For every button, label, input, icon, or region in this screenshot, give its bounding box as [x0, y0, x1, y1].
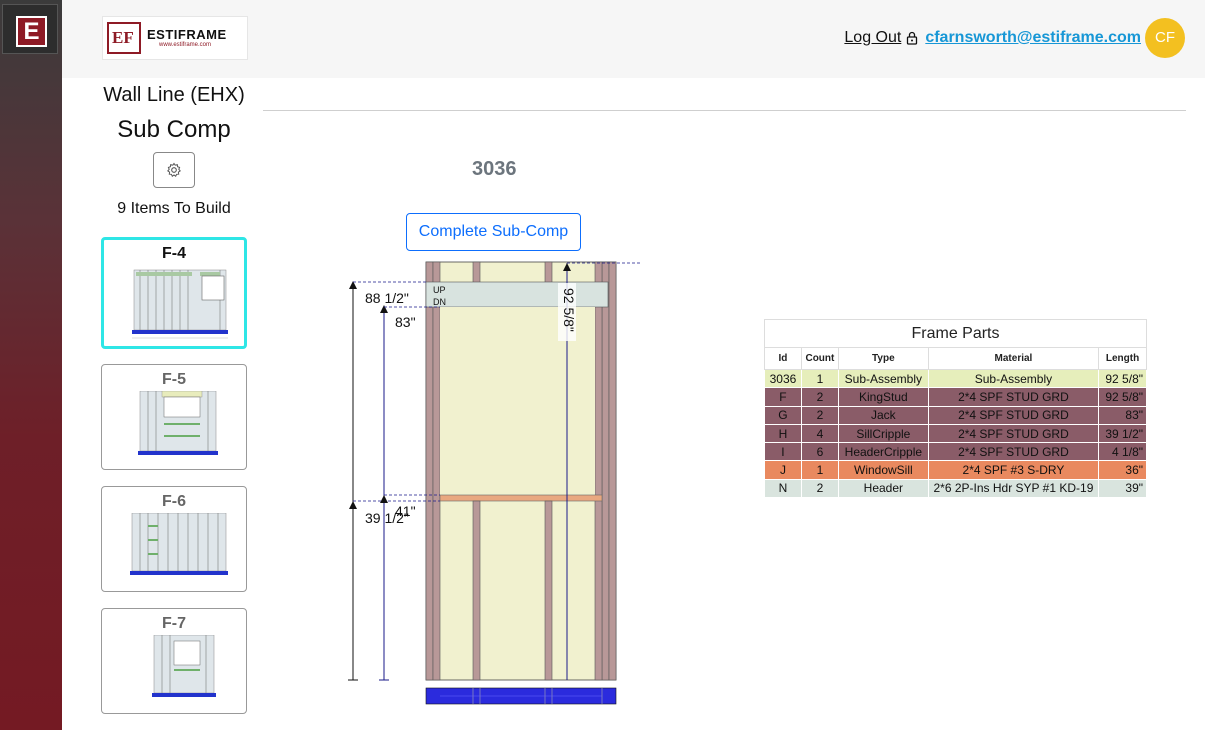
frame-parts-material: Sub-Assembly [927, 368, 1100, 389]
card-thumbnail [132, 269, 228, 339]
lock-icon [907, 31, 918, 45]
frame-parts-table: Frame Parts Id Count Type Material Lengt… [764, 319, 1147, 499]
frame-parts-id: I [764, 442, 802, 462]
dim-top-outer: 88 1/2" [365, 290, 409, 306]
frame-parts-type: Jack [837, 405, 929, 425]
frame-parts-length: 39" [1098, 478, 1147, 499]
frame-parts-length: 39 1/2" [1098, 423, 1147, 444]
app-logo[interactable]: E [2, 4, 58, 54]
col-header-length: Length [1098, 347, 1147, 370]
framing-drawing: 88 1/2" 83" 39 1/2" 41" 92 5/8" UP DN [340, 255, 650, 715]
frame-parts-length: 83" [1098, 405, 1147, 425]
frame-parts-id: J [764, 460, 802, 480]
dim-bottom-outer: 39 1/2" [365, 510, 409, 526]
frame-parts-id: F [764, 387, 802, 407]
frame-parts-id: N [764, 478, 802, 499]
frame-parts-material: 2*4 SPF STUD GRD [927, 387, 1100, 407]
frame-parts-material: 2*4 SPF STUD GRD [927, 442, 1100, 462]
header-divider [263, 110, 1186, 111]
frame-elevation [348, 261, 640, 705]
sidebar-logo-letter: E [16, 16, 47, 47]
brand-logo[interactable]: EF ESTIFRAME www.estiframe.com [102, 16, 248, 60]
card-label: F-7 [162, 615, 186, 632]
user-email-link[interactable]: cfarnsworth@estiframe.com [925, 29, 1141, 46]
brand-url: www.estiframe.com [159, 42, 212, 48]
frame-parts-id: H [764, 423, 802, 444]
frame-parts-material: 2*4 SPF #3 S-DRY [927, 460, 1100, 480]
col-header-material: Material [927, 347, 1100, 370]
frame-parts-material: 2*6 2P-Ins Hdr SYP #1 KD-19 [927, 478, 1100, 499]
frame-parts-material: 2*4 SPF STUD GRD [927, 423, 1100, 444]
frame-parts-length: 4 1/8" [1098, 442, 1147, 462]
avatar[interactable]: CF [1145, 18, 1185, 58]
top-bar: EF ESTIFRAME www.estiframe.com Log Out c… [62, 0, 1205, 78]
frame-parts-id: G [764, 405, 802, 425]
frame-parts-type: HeaderCripple [837, 442, 929, 462]
col-header-type: Type [837, 347, 929, 370]
frame-parts-count: 4 [800, 423, 839, 444]
assembly-id: 3036 [472, 158, 517, 180]
frame-parts-length: 92 5/8" [1098, 387, 1147, 407]
frame-parts-type: Sub-Assembly [837, 368, 929, 389]
dim-top-inner: 83" [395, 314, 416, 330]
frame-parts-type: Header [837, 478, 929, 499]
dim-bottom-inner: 41" [395, 503, 416, 519]
frame-parts-type: WindowSill [837, 460, 929, 480]
frame-parts-count: 2 [800, 387, 839, 407]
sub-comp-card-f6[interactable]: F-6 [101, 486, 247, 592]
sub-comp-card-f4[interactable]: F-4 [101, 237, 247, 349]
frame-parts-title: Frame Parts [764, 319, 1147, 348]
frame-parts-type: SillCripple [837, 423, 929, 444]
frame-parts-count: 1 [800, 368, 839, 389]
frame-parts-material: 2*4 SPF STUD GRD [927, 405, 1100, 425]
card-label: F-4 [162, 245, 186, 262]
dim-height: 92 5/8" [561, 288, 577, 332]
col-header-count: Count [800, 347, 839, 370]
gear-icon [167, 162, 181, 177]
col-header-id: Id [764, 347, 802, 370]
complete-sub-comp-button[interactable]: Complete Sub-Comp [406, 213, 581, 251]
settings-button[interactable] [153, 152, 195, 188]
frame-parts-count: 2 [800, 405, 839, 425]
frame-parts-length: 92 5/8" [1098, 368, 1147, 389]
brand-name: ESTIFRAME [147, 27, 227, 42]
logout-link[interactable]: Log Out [844, 29, 902, 46]
card-label: F-5 [162, 371, 186, 388]
card-label: F-6 [162, 493, 186, 510]
sub-comp-card-f7[interactable]: F-7 [101, 608, 247, 714]
frame-parts-count: 1 [800, 460, 839, 480]
card-thumbnail [130, 513, 228, 575]
frame-parts-count: 6 [800, 442, 839, 462]
brand-mark-icon: EF [107, 22, 141, 54]
user-area: Log Out cfarnsworth@estiframe.com CF [844, 18, 1185, 58]
frame-parts-id: 3036 [764, 368, 802, 389]
wall-line-title: Wall Line (EHX) [103, 84, 245, 106]
app-sidebar: E [0, 0, 62, 730]
items-to-build: 9 Items To Build [117, 200, 231, 217]
card-thumbnail [138, 391, 218, 455]
frame-parts-count: 2 [800, 478, 839, 499]
card-thumbnail [152, 635, 216, 697]
label-dn: DN [433, 297, 446, 307]
sub-comp-title: Sub Comp [117, 116, 231, 143]
frame-parts-length: 36" [1098, 460, 1147, 480]
sub-comp-card-f5[interactable]: F-5 [101, 364, 247, 470]
frame-parts-type: KingStud [837, 387, 929, 407]
label-up: UP [433, 285, 446, 295]
